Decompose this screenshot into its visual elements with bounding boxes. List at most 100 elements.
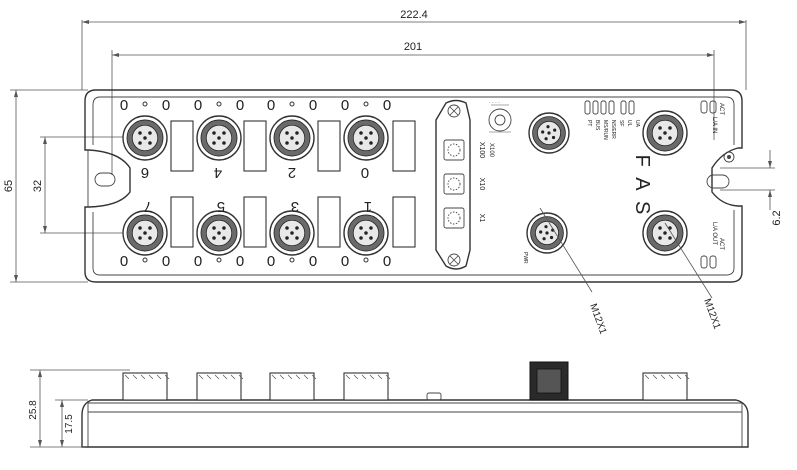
panel-screw-bottom bbox=[447, 253, 461, 267]
address-switch-panel: X100 X10 X1 bbox=[435, 99, 485, 270]
port2-la-label: L/A OUT bbox=[711, 222, 717, 245]
connector-number-3: 3 bbox=[291, 198, 299, 215]
led-dot-2 bbox=[289, 101, 295, 107]
port-leds: ACT L/A IN ACT L/A OUT PWR bbox=[522, 100, 724, 269]
function-dial[interactable]: · · · · X100 bbox=[488, 100, 512, 158]
port1-act-label: ACT bbox=[718, 103, 724, 115]
right-mounting-hole bbox=[706, 174, 730, 189]
mount-spacing-label: 201 bbox=[404, 41, 422, 53]
cavity-top-0 bbox=[170, 120, 194, 172]
led-bottom-3-0: 0 bbox=[341, 253, 349, 270]
led-dot-1 bbox=[216, 101, 222, 107]
led-bottom-3-1: 0 bbox=[383, 253, 391, 270]
connector-number-7: 7 bbox=[144, 198, 152, 215]
m12-connector-4[interactable] bbox=[196, 115, 242, 161]
rotary-switch-x100[interactable] bbox=[443, 139, 465, 161]
status-led-4 bbox=[608, 100, 615, 115]
m12-connector-3[interactable] bbox=[269, 210, 315, 256]
side-switch-knob bbox=[426, 392, 442, 401]
status-label-sf: SF bbox=[618, 120, 624, 126]
cavity-bottom-3 bbox=[392, 196, 416, 248]
cavity-bottom-2 bbox=[317, 196, 341, 248]
power-connector-out[interactable] bbox=[526, 212, 568, 254]
ground-screw bbox=[723, 151, 735, 163]
side-connector-4 bbox=[642, 372, 690, 401]
switch-label-x10: X10 bbox=[478, 178, 485, 191]
m12-connector-7[interactable] bbox=[122, 210, 168, 256]
led-top-2-1: 0 bbox=[309, 97, 317, 114]
side-connector-0 bbox=[122, 372, 170, 401]
overall-height-label: 65 bbox=[3, 180, 15, 192]
dimension-side-body: 17.5 bbox=[55, 399, 88, 447]
row-spacing-label: 32 bbox=[32, 180, 44, 192]
connector-numbers: 6 4 2 0 7 5 3 1 bbox=[141, 164, 372, 215]
switch-label-x1: X1 bbox=[478, 214, 485, 223]
dimension-row-spacing: 32 bbox=[32, 136, 125, 234]
m12-connector-6[interactable] bbox=[122, 115, 168, 161]
hole-offset-label: 6.2 bbox=[771, 210, 783, 225]
connector-number-2: 2 bbox=[288, 164, 296, 181]
power-connector-in[interactable] bbox=[528, 112, 570, 154]
connector-number-0: 0 bbox=[361, 164, 369, 181]
connector-number-1: 1 bbox=[364, 198, 372, 215]
led-top-1-0: 0 bbox=[194, 97, 202, 114]
led-top-3-0: 0 bbox=[341, 97, 349, 114]
dial-label: X100 bbox=[488, 143, 494, 158]
led-dot-6 bbox=[289, 257, 295, 263]
status-label-pt: PT bbox=[586, 120, 592, 126]
m12-connector-0[interactable] bbox=[343, 115, 389, 161]
dimension-mount-spacing: 201 bbox=[111, 41, 715, 175]
cavity-top-1 bbox=[243, 120, 267, 172]
status-led-5 bbox=[620, 100, 627, 115]
led-bottom-2-1: 0 bbox=[309, 253, 317, 270]
status-led-block: PT UL UA BUS MS/RUN NS/ERR SF bbox=[584, 100, 640, 140]
io-connectors bbox=[122, 115, 416, 256]
m12-connector-5[interactable] bbox=[196, 210, 242, 256]
leader-label-bus: M12X1 bbox=[701, 297, 722, 331]
led-dot-5 bbox=[216, 257, 222, 263]
led-bottom-0-0: 0 bbox=[120, 253, 128, 270]
m12-connector-2[interactable] bbox=[269, 115, 315, 161]
status-led-6 bbox=[628, 100, 635, 115]
port1-la-label: L/A IN bbox=[711, 117, 717, 133]
cavity-bottom-0 bbox=[170, 196, 194, 248]
brand-mark: F A S bbox=[631, 155, 653, 218]
led-dot-0 bbox=[142, 101, 148, 107]
rotary-switch-x10[interactable] bbox=[443, 173, 465, 195]
led-bottom-1-1: 0 bbox=[236, 253, 244, 270]
m12-connector-1[interactable] bbox=[343, 210, 389, 256]
rotary-switch-x1[interactable] bbox=[443, 207, 465, 229]
bus-port-2[interactable] bbox=[642, 210, 688, 256]
side-connector-3 bbox=[343, 372, 391, 401]
led-dot-7 bbox=[363, 257, 369, 263]
dimension-overall-width: 222.4 bbox=[81, 9, 747, 90]
status-label-ua: UA bbox=[634, 120, 640, 128]
connector-number-4: 4 bbox=[214, 164, 222, 181]
dimension-overall-height: 65 bbox=[3, 89, 88, 283]
cavity-bottom-1 bbox=[243, 196, 267, 248]
dial-scale: · · · · bbox=[489, 100, 500, 106]
side-total-height-label: 25.8 bbox=[28, 400, 39, 420]
module-top-view bbox=[84, 89, 743, 283]
module-side-view bbox=[81, 392, 749, 448]
side-connectors bbox=[122, 361, 690, 401]
led-dot-4 bbox=[142, 257, 148, 263]
connector-number-5: 5 bbox=[217, 198, 225, 215]
dimension-hole-offset: 6.2 bbox=[720, 150, 783, 226]
pwr-label: PWR bbox=[522, 252, 528, 264]
led-dot-3 bbox=[363, 101, 369, 107]
leader-label-pwr: M12X1 bbox=[587, 302, 608, 336]
side-power-connector bbox=[529, 361, 569, 401]
status-led-1 bbox=[584, 100, 591, 115]
status-led-2 bbox=[592, 100, 599, 115]
status-label-ul: UL bbox=[626, 120, 632, 127]
led-top-3-1: 0 bbox=[383, 97, 391, 114]
m12-leaders: M12X1 M12X1 bbox=[539, 207, 723, 336]
switch-label-x100: X100 bbox=[478, 142, 485, 158]
led-bottom-2-0: 0 bbox=[267, 253, 275, 270]
status-label-ns-err: NS/ERR bbox=[610, 120, 616, 139]
port2-act-label: ACT bbox=[718, 238, 724, 250]
bus-port-1[interactable] bbox=[642, 110, 688, 156]
